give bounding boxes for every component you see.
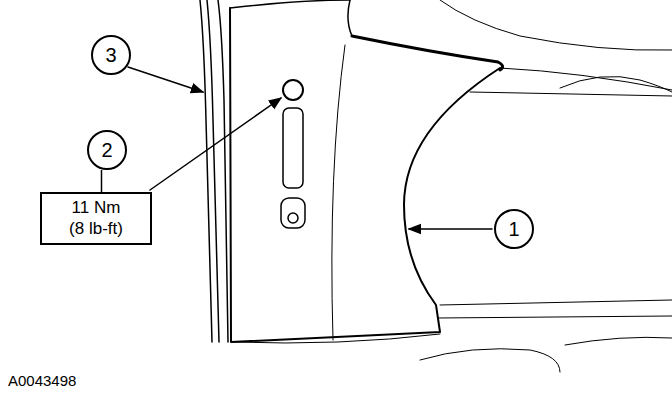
- headliner-edge: [440, 0, 672, 50]
- callout-connector: [101, 170, 103, 192]
- weather-strip: [207, 0, 219, 342]
- leader-line: [409, 228, 492, 230]
- floor-line: [438, 316, 672, 318]
- panel-crease: [332, 45, 345, 340]
- callout-circle: 2: [87, 130, 127, 170]
- node-text: 3: [105, 45, 116, 65]
- weather-strip: [218, 0, 228, 342]
- pillar-trim-panel: [348, 0, 352, 36]
- node-text: 2: [101, 140, 112, 160]
- bolt: [283, 80, 303, 100]
- leader-line: [128, 67, 203, 92]
- node-text: 1: [508, 219, 519, 239]
- torque-box: 11 Nm (8 lb-ft): [40, 192, 152, 245]
- seat-back: [560, 76, 672, 92]
- callout-circle: 3: [91, 35, 131, 75]
- pillar-trim-panel: [230, 8, 500, 342]
- sill-line: [232, 334, 440, 343]
- callout-circle: 1: [494, 209, 534, 249]
- node-text: 11 Nm (8 lb-ft): [64, 197, 128, 240]
- anchor-bolt: [288, 213, 298, 223]
- floor-contour: [420, 349, 560, 372]
- floor-contour: [565, 337, 672, 345]
- pillar-trim-edge: [352, 36, 503, 70]
- belt-anchor: [281, 198, 305, 228]
- leader-line: [150, 98, 281, 190]
- floor-line: [440, 300, 672, 305]
- belt-slot: [283, 108, 303, 188]
- interior-line: [470, 92, 672, 96]
- pillar-trim-panel: [230, 0, 350, 8]
- figure-id: A0043498: [8, 372, 76, 389]
